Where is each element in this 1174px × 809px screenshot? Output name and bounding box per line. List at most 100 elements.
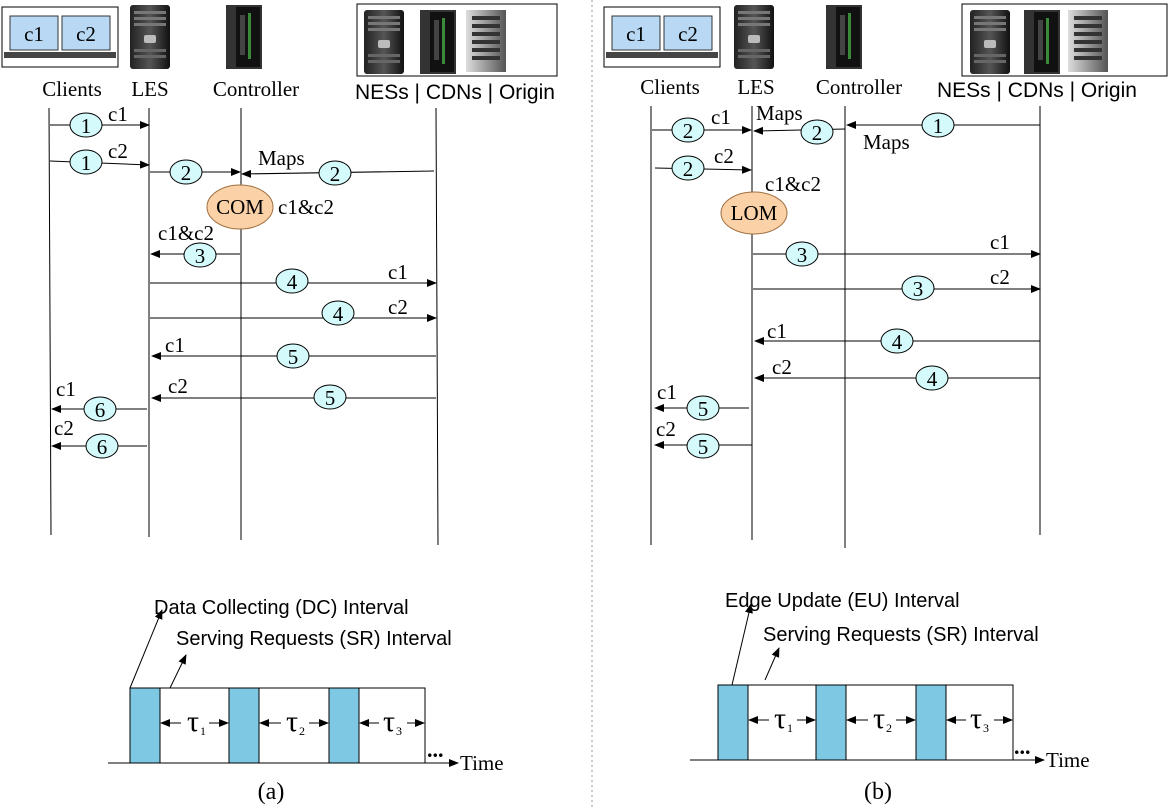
msg-a2-maps-label: Maps <box>258 146 305 170</box>
step-a5-c1-number: 5 <box>288 345 299 369</box>
panel-b: c1 c2 Clients LES Controller NESs | CDNs… <box>603 3 1168 805</box>
legend-dc-pointer <box>129 609 163 689</box>
controller-server-icon <box>226 5 262 69</box>
com-algorithm-label: COM <box>216 195 264 219</box>
msg-b5-c1-label: c1 <box>657 380 677 404</box>
legend-eu-interval: Edge Update (EU) Interval <box>725 590 960 612</box>
tau-3-symbol: τ <box>383 705 395 738</box>
step-b5-c1-oval <box>686 395 720 421</box>
msg-a3-label: c1&c2 <box>158 221 214 245</box>
step-a1-c1-oval <box>69 112 103 138</box>
step-b2-c2-number: 2 <box>683 157 694 181</box>
step-a4-c1-oval <box>275 268 309 294</box>
entity-controller-b: Controller <box>816 75 902 99</box>
msg-b2-maps-label: Maps <box>756 101 803 125</box>
msg-b1-label: Maps <box>863 130 910 154</box>
client-label-c2-b: c2 <box>678 22 698 46</box>
msg-a4-c1-label: c1 <box>388 260 408 284</box>
client-label-c1: c1 <box>24 22 44 46</box>
step-b4-c1-oval <box>880 328 914 354</box>
msg-a4-c2-label: c2 <box>388 295 408 319</box>
msg-b4-c2-label: c2 <box>772 355 792 379</box>
step-b2-c1-oval <box>671 117 705 143</box>
entity-nes-cdn-origin: NESs | CDNs | Origin <box>355 81 555 104</box>
tau-2-symbol: τ <box>286 705 298 738</box>
msg-b4-c1-label: c1 <box>767 319 787 343</box>
caption-a: (a) <box>258 779 285 805</box>
legend-sr-interval-b: Serving Requests (SR) Interval <box>763 624 1039 646</box>
nes-cdn-origin-icon <box>356 3 558 77</box>
legend-eu-pointer <box>731 603 753 686</box>
step-a4-c2-oval <box>321 300 355 326</box>
step-b5-c2-oval <box>686 433 720 459</box>
entity-nes-cdn-origin-b: NESs | CDNs | Origin <box>937 79 1137 102</box>
panel-a: c1 c2 Clients LES Controller NESs | CDNs… <box>1 3 558 805</box>
tau-3-subscript-b: 3 <box>983 721 989 735</box>
step-b5-c2-number: 5 <box>698 435 709 459</box>
step-a2-les-number: 2 <box>181 161 192 185</box>
step-a1-c2-number: 1 <box>81 151 92 175</box>
caption-b: (b) <box>864 779 892 805</box>
msg-a1-c2-label: c2 <box>108 139 128 163</box>
step-b4-c1-number: 4 <box>892 330 903 354</box>
step-b4-c2-oval <box>915 365 949 391</box>
step-a6-c2-oval <box>85 433 119 459</box>
step-a1-c2-oval <box>69 149 103 175</box>
step-a2-les-oval <box>169 159 203 185</box>
step-b4-c2-number: 4 <box>927 367 938 391</box>
tau-1-symbol: τ <box>187 705 199 738</box>
entity-les: LES <box>131 77 168 101</box>
interval-block-2 <box>228 687 260 764</box>
nes-cdn-origin-icon-b <box>961 3 1168 77</box>
entity-controller: Controller <box>213 77 299 101</box>
interval-block-2-b <box>815 684 847 761</box>
step-b3-c2-number: 3 <box>913 277 924 301</box>
les-server-icon-b <box>734 5 774 69</box>
lom-algorithm-note: c1&c2 <box>765 172 821 196</box>
step-a6-c1-oval <box>83 396 117 422</box>
step-a2-maps-oval <box>318 160 352 186</box>
step-b2-c1-number: 2 <box>683 119 694 143</box>
legend-sr-interval: Serving Requests (SR) Interval <box>176 628 452 650</box>
client-label-c2: c2 <box>76 22 96 46</box>
tau-2-subscript: 2 <box>299 724 305 738</box>
step-a6-c1-number: 6 <box>95 398 106 422</box>
controller-server-icon-b <box>826 5 862 69</box>
step-b2-maps-number: 2 <box>812 121 823 145</box>
legend-sr-pointer <box>169 654 187 689</box>
time-ellipsis: ... <box>427 737 444 762</box>
time-ellipsis-b: ... <box>1014 734 1031 759</box>
lifeline-nes <box>435 107 439 546</box>
time-axis-label-b: Time <box>1046 748 1090 772</box>
lom-algorithm-oval <box>720 191 788 235</box>
step-a3-number: 3 <box>195 244 206 268</box>
entity-clients: Clients <box>42 77 102 101</box>
legend-dc-interval: Data Collecting (DC) Interval <box>154 597 409 619</box>
msg-a5-c1-label: c1 <box>165 333 185 357</box>
step-a4-c1-number: 4 <box>287 270 298 294</box>
interval-block-3-b <box>915 684 947 761</box>
tau-3-subscript: 3 <box>396 724 402 738</box>
interval-block-1-b <box>717 684 749 761</box>
step-b1-number: 1 <box>933 114 944 138</box>
step-a5-c2-oval <box>313 384 347 410</box>
tau-1-subscript-b: 1 <box>787 721 793 735</box>
step-a5-c2-number: 5 <box>325 386 336 410</box>
tau-2-symbol-b: τ <box>873 702 885 735</box>
clients-laptops-icon-b: c1 c2 <box>603 6 721 68</box>
step-a4-c2-number: 4 <box>333 302 344 326</box>
msg-a6-c1-label: c1 <box>56 377 76 401</box>
step-b3-c1-number: 3 <box>797 243 808 267</box>
step-b2-c2-oval <box>671 155 705 181</box>
msg-a6-c2-label: c2 <box>54 416 74 440</box>
entity-les-b: LES <box>737 75 774 99</box>
step-b5-c1-number: 5 <box>698 397 709 421</box>
msg-b2-c1-label: c1 <box>711 105 731 129</box>
client-label-c1-b: c1 <box>626 22 646 46</box>
step-a1-c1-number: 1 <box>81 114 92 138</box>
entity-clients-b: Clients <box>640 75 700 99</box>
step-a2-maps-number: 2 <box>330 162 341 186</box>
step-a5-c1-oval <box>276 343 310 369</box>
tau-1-subscript: 1 <box>200 724 206 738</box>
tau-2-subscript-b: 2 <box>886 721 892 735</box>
